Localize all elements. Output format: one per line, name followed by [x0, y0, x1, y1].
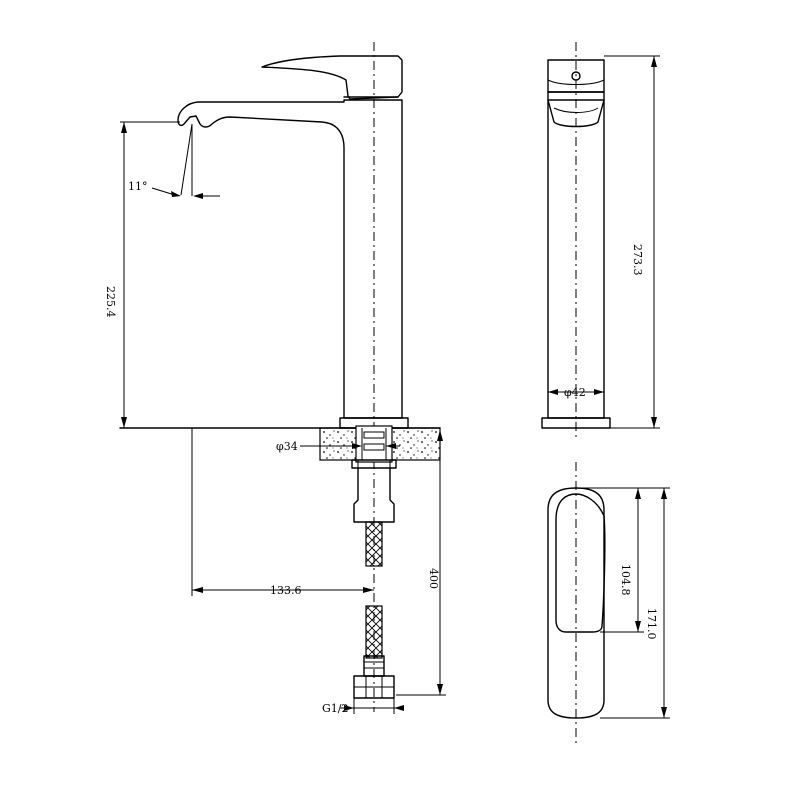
top-base-outline	[547, 487, 605, 719]
spout-angle-label: 11°	[128, 180, 148, 193]
spout-reach-label: 133.6	[270, 584, 302, 597]
base-length-label: 171.0	[645, 608, 658, 640]
top-view: 104.8 171.0	[547, 462, 670, 745]
side-base	[541, 417, 611, 429]
side-spout-outlet	[547, 99, 605, 128]
side-view: φ42 273.3	[541, 42, 660, 440]
front-spout-body	[177, 99, 403, 419]
front-lever-handle	[261, 55, 403, 100]
top-lever-outline	[555, 493, 606, 633]
spout-height-label: 225.4	[104, 286, 117, 318]
thread-size-label: G1/2	[322, 702, 349, 715]
shank-diameter-label: φ34	[276, 440, 298, 453]
angle-line-1	[180, 123, 193, 196]
front-view: 11°	[104, 42, 446, 715]
total-height-label: 273.3	[631, 244, 644, 276]
body-diameter-label: φ42	[564, 386, 586, 399]
hose-assembly	[353, 467, 395, 699]
hose-length-label: 400	[427, 568, 440, 589]
handle-length-label: 104.8	[619, 564, 632, 596]
